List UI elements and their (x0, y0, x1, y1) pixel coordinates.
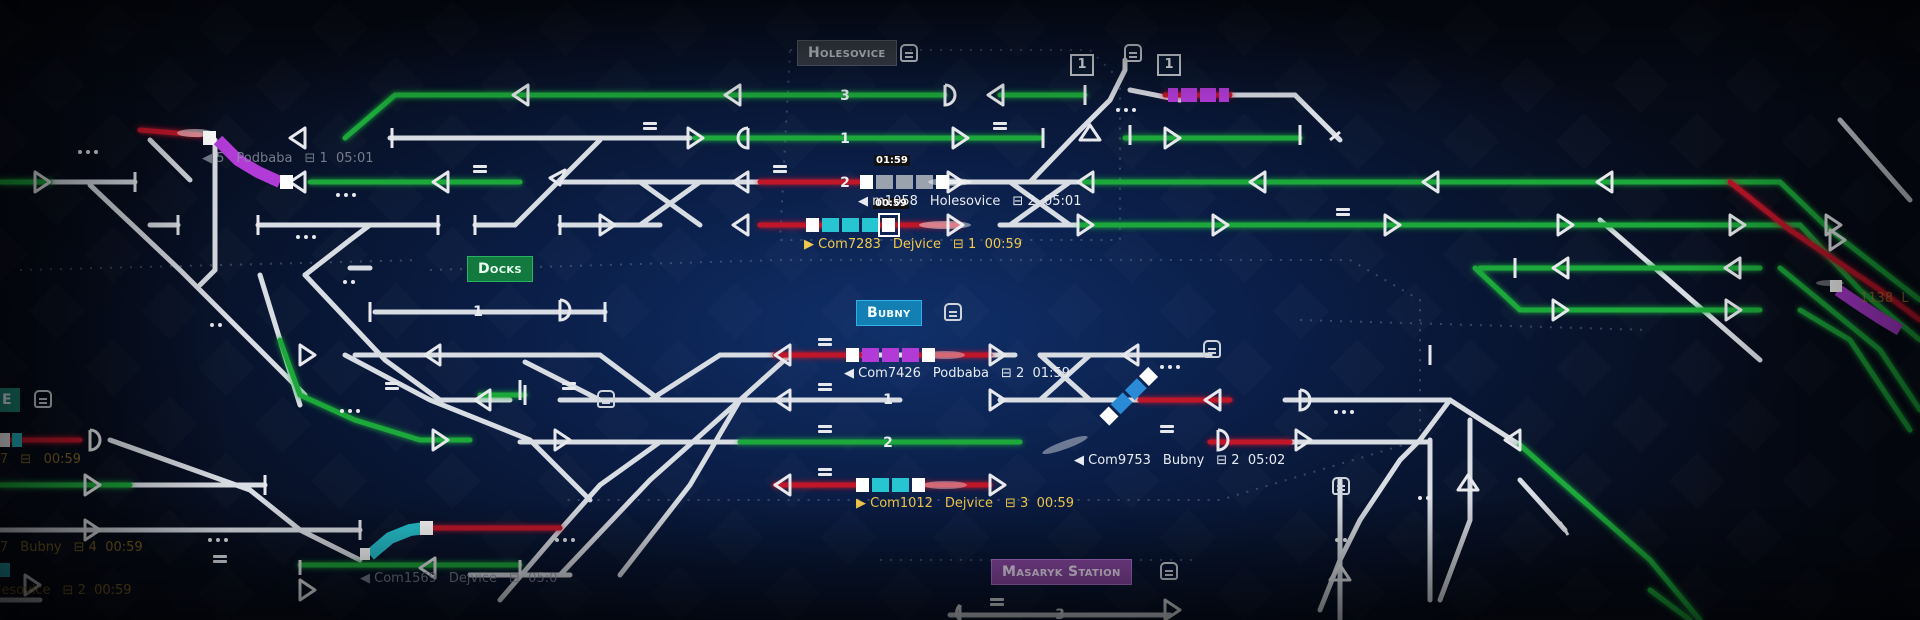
capacity-box[interactable]: 1 (1070, 54, 1094, 76)
train-time: 05:02 (1247, 453, 1286, 468)
train-time: 05:01 (1044, 194, 1082, 209)
train-timer: 01:59 (874, 155, 910, 166)
train-id: Com9753 (1088, 453, 1151, 468)
train-platform: 4 (88, 540, 97, 555)
direction-arrow-icon: ◀ (844, 366, 859, 381)
platform-icon: ⊟ (1216, 453, 1232, 468)
direction-arrow-icon: ◀ (202, 151, 217, 166)
train-id: Com1012 (870, 496, 933, 511)
train-id: 1138 (1860, 291, 1894, 306)
track-number-docks-1: 1 (473, 304, 483, 320)
platform-icon[interactable] (900, 44, 918, 62)
platform-icon: ⊟ (73, 540, 89, 555)
direction-arrow-icon: ◀ (858, 194, 873, 209)
train-id-partial: L (1901, 291, 1909, 306)
station-name: Bubny (867, 305, 911, 321)
train-info-left-c[interactable]: Holesovice ⊟ 2 00:59 (0, 583, 132, 599)
train-platform: 2 (1027, 194, 1036, 209)
platform-icon: ⊟ (304, 151, 320, 166)
station-label-docks[interactable]: Docks (467, 256, 533, 282)
train-platform: 2 (77, 583, 86, 598)
platform-icon: ⊟ (1000, 366, 1016, 381)
platform-icon: ⊟ (953, 237, 969, 252)
train-id: Com7283 (818, 237, 881, 252)
train-destination: Holesovice (929, 194, 1001, 209)
train-info-com9753[interactable]: ◀ Com9753 Bubny ⊟ 2 05:02 (1074, 453, 1285, 469)
train-platform: 2 (1231, 453, 1240, 468)
train-destination: Bubny (20, 540, 62, 555)
platform-icon[interactable] (1203, 340, 1221, 358)
train-destination: Dejvice (892, 237, 941, 252)
capacity-box[interactable]: 1 (1157, 54, 1181, 76)
track-number-bubny-1: 1 (883, 392, 893, 408)
station-name: Holesovice (808, 45, 886, 61)
train-info-left-a[interactable]: 7 ⊟ 00:59 (0, 452, 81, 468)
train-id: m1058 (872, 194, 918, 209)
platform-icon: ⊟ (1012, 194, 1028, 209)
direction-arrow-icon: ◀ (1074, 453, 1089, 468)
station-label-bubny[interactable]: Bubny (856, 300, 922, 326)
train-info-com7426[interactable]: ◀ Com7426 Podbaba ⊟ 2 01:59 (844, 366, 1070, 382)
train-platform: 1 (968, 237, 977, 252)
platform-icon[interactable] (34, 390, 52, 408)
station-name: E (2, 392, 12, 408)
track-number-1-top: 1 (840, 131, 850, 147)
train-time: 01:59 (1032, 366, 1070, 381)
platform-icon: ⊟ (1005, 496, 1021, 511)
platform-icon[interactable] (1124, 44, 1142, 62)
direction-arrow-icon: ▶ (856, 496, 871, 511)
station-name: Docks (478, 261, 522, 277)
station-label-left-edge[interactable]: E (0, 388, 20, 412)
train-info-com1058[interactable]: ◀ m1058 Holesovice ⊟ 2 05:01 (858, 194, 1081, 210)
train-id: Com1569 (374, 571, 437, 586)
train-info-com7283[interactable]: ▶ Com7283 Dejvice ⊟ 1 00:59 (804, 237, 1022, 253)
train-time: 05:0 (528, 571, 558, 586)
direction-arrow-icon: ◀ (360, 571, 375, 586)
train-time: 00:59 (105, 540, 143, 555)
station-label-masaryk[interactable]: Masaryk Station (991, 559, 1132, 585)
train-info-podbaba[interactable]: ◀ 5 Podbaba ⊟ 1 05:01 (202, 151, 374, 167)
train-platform: 3 (1020, 496, 1029, 511)
train-id: 7 (0, 540, 9, 555)
platform-icon[interactable] (944, 303, 962, 321)
train-platform: 1 (319, 151, 328, 166)
direction-arrow-icon: ▶ (804, 237, 819, 252)
platform-icon: ⊟ (509, 571, 525, 586)
train-time: 00:59 (94, 583, 132, 598)
track-number-bubny-2: 2 (883, 435, 893, 451)
train-info-com1012[interactable]: ▶ Com1012 Dejvice ⊟ 3 00:59 (856, 496, 1074, 512)
train-info-left-b[interactable]: 7 Bubny ⊟ 4 00:59 (0, 540, 143, 556)
train-destination: Dejvice (448, 571, 497, 586)
platform-icon[interactable] (1332, 477, 1350, 495)
train-time: 00:59 (984, 237, 1023, 252)
track-number-3-top: 3 (840, 88, 850, 104)
platform-icon: ⊟ (62, 583, 78, 598)
train-id: 5 (216, 151, 225, 166)
station-label-holesovice[interactable]: Holesovice (797, 40, 897, 66)
train-destination: Holesovice (0, 583, 51, 598)
train-destination: Podbaba (236, 151, 293, 166)
train-destination: Podbaba (932, 366, 989, 381)
track-number-masaryk-3: 3 (1055, 607, 1065, 620)
train-platform: 2 (1015, 366, 1025, 381)
platform-icon: ⊟ (20, 452, 36, 467)
train-id: 7 (0, 452, 9, 467)
train-info-com1569[interactable]: ◀ Com1569 Dejvice ⊟ 05:0 (360, 571, 557, 587)
train-id: Com7426 (858, 366, 921, 381)
track-number-2-top: 2 (840, 175, 850, 191)
train-time: 00:59 (1036, 496, 1075, 511)
train-info-right-edge[interactable]: 1138 L (1860, 291, 1909, 307)
platform-icon[interactable] (1160, 562, 1178, 580)
train-destination: Dejvice (944, 496, 993, 511)
train-destination: Bubny (1162, 453, 1205, 468)
platform-icon[interactable] (597, 390, 615, 408)
train-time: 00:59 (43, 452, 82, 467)
station-name: Masaryk Station (1002, 564, 1121, 580)
train-time: 05:01 (336, 151, 374, 166)
